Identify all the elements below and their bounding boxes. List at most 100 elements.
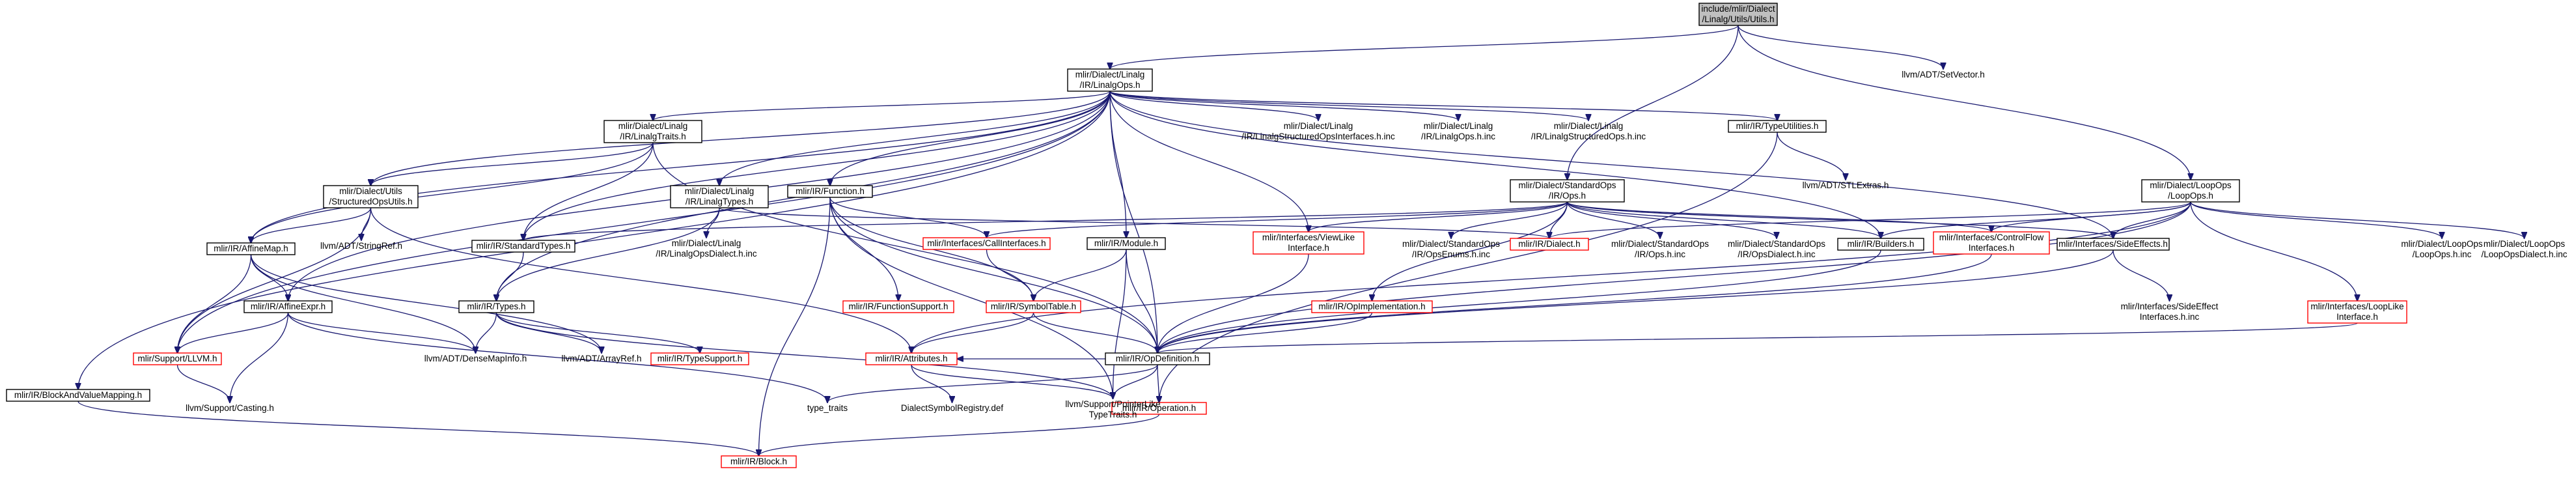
edge-module-to-opdefinition	[1126, 249, 1157, 353]
node-sideeffects[interactable]: mlir/Interfaces/SideEffects.h	[2057, 238, 2170, 251]
node-label: /LoopOps.h	[2168, 191, 2213, 201]
node-structopsinc[interactable]: mlir/Dialect/Linalg/IR/LinalgStructuredO…	[1520, 120, 1657, 143]
edge-linalgops-to-structuredopsutils	[371, 91, 1111, 186]
node-label: mlir/Interfaces/SideEffect	[2121, 302, 2219, 311]
node-linalgtraits[interactable]: mlir/Dialect/Linalg/IR/LinalgTraits.h	[603, 120, 702, 143]
node-linalgops[interactable]: mlir/Dialect/Linalg/IR/LinalgOps.h	[1067, 68, 1153, 92]
node-stringref[interactable]: llvm/ADT/StringRef.h	[319, 240, 404, 252]
node-loopops[interactable]: mlir/Dialect/LoopOps/LoopOps.h	[2141, 179, 2240, 203]
node-typetraits[interactable]: type_traits	[797, 402, 857, 414]
edge-affineexpr-to-typetraits	[287, 312, 828, 402]
node-box	[133, 352, 222, 365]
node-sideeffectinc[interactable]: mlir/Interfaces/SideEffectInterfaces.h.i…	[2116, 301, 2223, 323]
node-opimplementation[interactable]: mlir/IR/OpImplementation.h	[1311, 300, 1433, 313]
node-box	[986, 300, 1081, 313]
node-stlextras[interactable]: llvm/ADT/STLExtras.h	[1797, 180, 1894, 191]
node-box	[650, 352, 749, 365]
node-module[interactable]: mlir/IR/Module.h	[1087, 237, 1166, 250]
edge-function-to-pointerlike	[829, 197, 1113, 399]
node-label: mlir/Dialect/Linalg	[1284, 121, 1353, 131]
node-densemapinfo[interactable]: llvm/ADT/DenseMapInfo.h	[422, 353, 529, 365]
edge-types-to-densemapinfo	[476, 312, 497, 353]
edge-linalgtypes-to-types	[497, 207, 720, 301]
node-loopopsinc[interactable]: mlir/Dialect/LoopOps/LoopOps.h.inc	[2392, 238, 2491, 261]
node-structuredopsutils[interactable]: mlir/Dialect/Utils/StructuredOpsUtils.h	[323, 185, 419, 208]
node-block[interactable]: mlir/IR/Block.h	[721, 455, 797, 468]
node-label: mlir/IR/OpDefinition.h	[1116, 354, 1199, 363]
node-label: /IR/LinalgStructuredOps.h.inc	[1531, 132, 1646, 141]
node-label: /Linalg/Utils/Utils.h	[1702, 14, 1774, 24]
node-loopopsdialectinc[interactable]: mlir/Dialect/LoopOps/LoopOpsDialect.h.in…	[2474, 238, 2575, 261]
node-opdefinition[interactable]: mlir/IR/OpDefinition.h	[1105, 352, 1210, 365]
node-attributes[interactable]: mlir/IR/Attributes.h	[865, 352, 958, 365]
node-label: /IR/Ops.h.inc	[1635, 249, 1685, 259]
node-box	[6, 389, 150, 402]
node-functionsupport[interactable]: mlir/IR/FunctionSupport.h	[842, 300, 954, 313]
edge-standardtypes-to-types	[497, 251, 524, 301]
edge-controlflow-to-opdefinition	[1157, 253, 1992, 353]
node-operation[interactable]: mlir/IR/Operation.h	[1111, 402, 1207, 415]
edge-utils-to-setvector	[1738, 25, 1943, 69]
node-label: type_traits	[807, 403, 848, 413]
node-callinterfaces[interactable]: mlir/Interfaces/CallInterfaces.h	[922, 237, 1051, 250]
node-label: mlir/Dialect/LoopOps	[2150, 180, 2232, 190]
node-builders[interactable]: mlir/IR/Builders.h	[1837, 238, 1924, 251]
node-label: Interface.h	[2336, 312, 2378, 322]
edge-function-to-callinterfaces	[829, 197, 987, 238]
node-label: mlir/Dialect/StandardOps	[1402, 239, 1500, 249]
node-box	[1510, 238, 1589, 251]
node-casting[interactable]: llvm/Support/Casting.h	[181, 402, 279, 414]
node-affinemap[interactable]: mlir/IR/AffineMap.h	[206, 242, 296, 255]
node-symboltable[interactable]: mlir/IR/SymbolTable.h	[986, 300, 1081, 313]
node-types[interactable]: mlir/IR/Types.h	[458, 300, 534, 313]
node-linalgopsdialect[interactable]: mlir/Dialect/Linalg/IR/LinalgOpsDialect.…	[654, 238, 758, 260]
edge-linalgops-to-viewlike	[1109, 91, 1309, 232]
node-box	[1510, 179, 1625, 203]
graph-edges	[78, 25, 2525, 456]
node-stdopsinc[interactable]: mlir/Dialect/StandardOps/IR/Ops.h.inc	[1605, 238, 1715, 261]
node-standardtypes[interactable]: mlir/IR/StandardTypes.h	[471, 240, 575, 253]
node-typeutilities[interactable]: mlir/IR/TypeUtilities.h	[1728, 120, 1827, 133]
node-stdopsdialect[interactable]: mlir/Dialect/StandardOps/IR/OpsDialect.h…	[1717, 238, 1836, 261]
node-function[interactable]: mlir/IR/Function.h	[787, 185, 873, 198]
node-utils[interactable]: include/mlir/Dialect/Linalg/Utils/Utils.…	[1698, 3, 1778, 26]
node-box	[842, 300, 954, 313]
node-arrayref[interactable]: llvm/ADT/ArrayRef.h	[560, 353, 643, 365]
edge-attributes-to-pointerlike	[911, 364, 1113, 399]
node-label: mlir/Dialect/LoopOps	[2484, 239, 2566, 249]
node-box	[323, 185, 419, 208]
edge-linalgtraits-to-opdefinition	[652, 142, 1157, 353]
node-label: mlir/Dialect/StandardOps	[1611, 239, 1709, 249]
node-label: mlir/IR/SymbolTable.h	[991, 302, 1076, 311]
node-typesupport[interactable]: mlir/IR/TypeSupport.h	[650, 352, 749, 365]
node-setvector[interactable]: llvm/ADT/SetVector.h	[1894, 69, 1992, 81]
node-box	[1105, 352, 1210, 365]
node-affineexpr[interactable]: mlir/IR/AffineExpr.h	[243, 300, 333, 313]
edge-types-to-pointerlike	[495, 312, 1113, 399]
node-structinterfacesinc[interactable]: mlir/Dialect/Linalg/IR/LinalgStructuredO…	[1230, 120, 1406, 143]
node-supportllvm[interactable]: mlir/Support/LLVM.h	[133, 352, 222, 365]
node-linalgopsinc[interactable]: mlir/Dialect/Linalg/IR/LinalgOps.h.inc	[1409, 120, 1507, 143]
edge-function-to-functionsupport	[829, 197, 898, 301]
node-dialectsymbolregistry[interactable]: DialectSymbolRegistry.def	[892, 402, 1012, 414]
node-stdops[interactable]: mlir/Dialect/StandardOps/IR/Ops.h	[1510, 179, 1625, 203]
node-linalgtypes[interactable]: mlir/Dialect/Linalg/IR/LinalgTypes.h	[670, 185, 769, 208]
edge-loopops-to-loopopsinc	[2190, 201, 2442, 238]
node-label: llvm/ADT/STLExtras.h	[1803, 180, 1889, 190]
edge-stdops-to-stdopsdialect	[1566, 201, 1777, 238]
node-box	[1933, 231, 2050, 255]
node-dialect[interactable]: mlir/IR/Dialect.h	[1510, 238, 1589, 251]
edge-linalgops-to-supportllvm	[178, 91, 1111, 353]
edge-linalgops-to-linalgtypes	[719, 91, 1111, 186]
edge-symboltable-to-opdefinition	[1032, 312, 1158, 353]
edge-sideeffects-to-opdefinition	[1157, 249, 2114, 353]
node-blockandvalue[interactable]: mlir/IR/BlockAndValueMapping.h	[6, 389, 150, 402]
edge-linalgops-to-structopsinc	[1109, 91, 1588, 120]
edge-stdops-to-stdopsinc	[1566, 201, 1661, 238]
node-stdopsenums[interactable]: mlir/Dialect/StandardOps/IR/OpsEnums.h.i…	[1393, 238, 1509, 261]
